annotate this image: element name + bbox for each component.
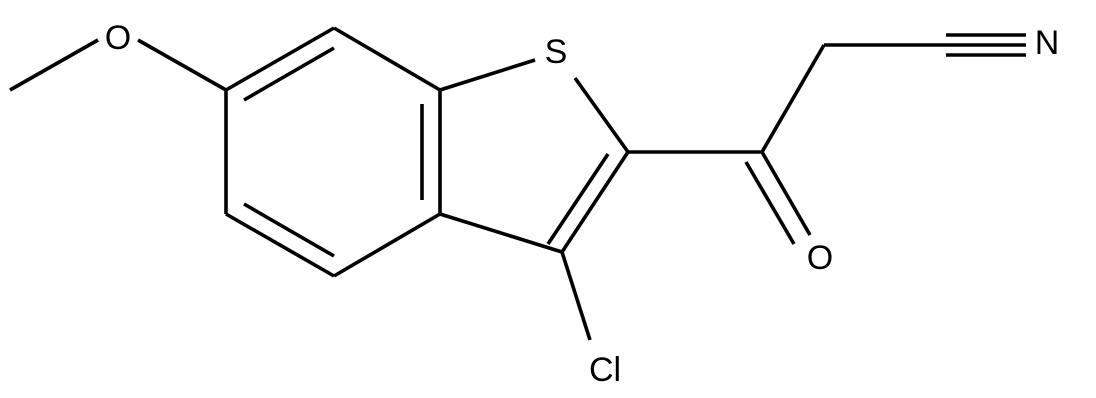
bond-s-c2 <box>573 76 630 154</box>
bond-co-1 <box>760 151 812 236</box>
atom-sulfur: S <box>545 33 568 71</box>
bond-carbonyl-ch2 <box>760 44 826 153</box>
bond-c6-c7 <box>225 26 335 92</box>
bond-c7a-s <box>439 58 536 92</box>
atom-nitrogen: N <box>1035 24 1060 62</box>
bond-lines <box>9 26 1026 341</box>
bond-o-c6 <box>137 38 227 92</box>
bond-c3-cl <box>560 251 592 341</box>
bond-methyl-o <box>9 38 99 92</box>
atom-labels: O S N O Cl <box>105 19 1060 389</box>
atom-oxygen-carbonyl: O <box>807 239 833 277</box>
bond-c3-c3a <box>439 212 563 254</box>
atom-oxygen-methoxy: O <box>105 19 131 57</box>
bond-c6-c7-inner <box>243 46 335 102</box>
bond-c2-c3-inner <box>546 153 610 245</box>
bond-c2-c3 <box>560 151 630 253</box>
bond-c3a-c4 <box>333 212 441 278</box>
bond-c4-c5-inner <box>243 202 335 258</box>
bond-c7-c7a <box>333 26 441 92</box>
atom-chlorine: Cl <box>589 351 621 389</box>
bond-c4-c5 <box>225 212 335 278</box>
bond-co-2 <box>744 161 796 245</box>
